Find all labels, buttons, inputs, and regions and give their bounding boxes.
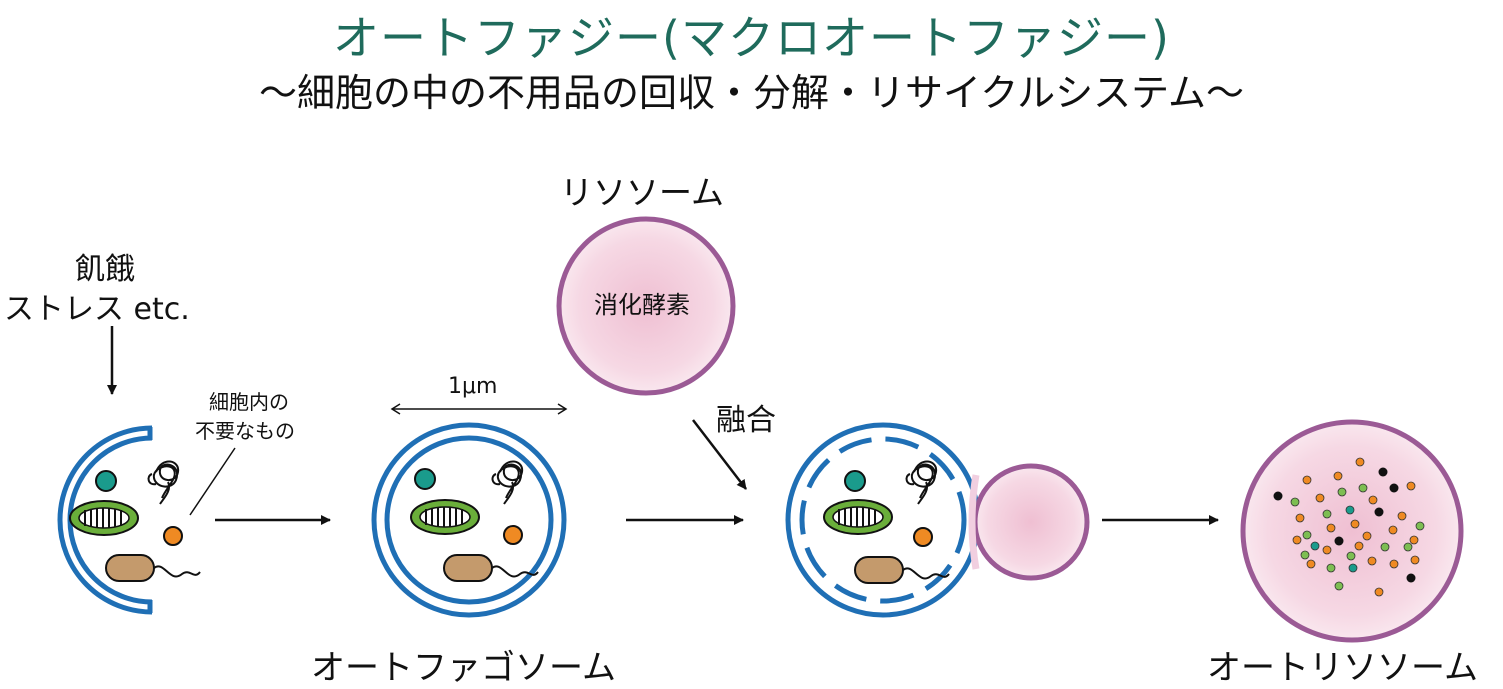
- degraded-particle: [1346, 551, 1356, 561]
- fusion-arrow: [692, 419, 747, 490]
- mitochondrion: [823, 499, 893, 535]
- lysosome: [556, 216, 736, 396]
- degraded-particle: [1302, 475, 1312, 485]
- waste-label-line1: 細胞内の: [209, 390, 289, 414]
- degraded-particle: [1368, 495, 1378, 505]
- degraded-particle: [1295, 513, 1305, 523]
- teal-granule: [95, 470, 117, 492]
- autophagosome: [371, 422, 567, 618]
- degraded-particle: [1403, 542, 1413, 552]
- degraded-particle: [1362, 531, 1372, 541]
- degraded-particle: [1322, 545, 1332, 555]
- protein-aggregate: [147, 460, 180, 505]
- degraded-particle: [1409, 535, 1419, 545]
- degraded-particle: [1389, 483, 1399, 493]
- degraded-particle: [1273, 491, 1283, 501]
- degraded-particle: [1388, 525, 1398, 535]
- degraded-particle: [1358, 483, 1368, 493]
- degraded-particle: [1345, 505, 1355, 515]
- autophagosome-inner-membrane: [384, 435, 554, 605]
- waste-pointer-line: [189, 447, 236, 516]
- degraded-particle: [1333, 471, 1343, 481]
- degraded-particle: [1406, 573, 1416, 583]
- degraded-particle: [1334, 581, 1344, 591]
- degraded-particle: [1367, 556, 1377, 566]
- orange-granule: [163, 526, 183, 546]
- teal-granule: [844, 470, 866, 492]
- waste-label-line2: 不要なもの: [195, 419, 295, 443]
- degraded-particle: [1410, 555, 1420, 565]
- degraded-particle: [1350, 519, 1360, 529]
- phagophore-outer-membrane: [57, 425, 153, 615]
- degraded-particle: [1397, 511, 1407, 521]
- fusing-lysosome: [972, 463, 1090, 581]
- degraded-particle: [1326, 563, 1336, 573]
- degraded-particle: [1300, 550, 1310, 560]
- orange-granule: [913, 527, 933, 547]
- phagophore: [57, 425, 201, 615]
- bacterium: [105, 554, 201, 582]
- protein-aggregate: [491, 460, 524, 505]
- degraded-particle: [1337, 487, 1347, 497]
- degraded-particle: [1290, 497, 1300, 507]
- degraded-particle: [1348, 563, 1358, 573]
- degraded-particle: [1322, 509, 1332, 519]
- degraded-particle: [1389, 559, 1399, 569]
- stress-label-line1: 飢餓: [75, 252, 135, 287]
- degraded-particle: [1378, 467, 1388, 477]
- degraded-particle: [1374, 587, 1384, 597]
- stress-label-line2: ストレス etc.: [4, 292, 190, 327]
- diagram-subtitle: 〜細胞の中の不用品の回収・分解・リサイクルシステム〜: [259, 71, 1244, 115]
- degraded-particles: [1273, 457, 1425, 597]
- mitochondrion: [410, 499, 480, 535]
- protein-aggregate: [905, 460, 938, 505]
- bacterium: [443, 554, 539, 582]
- degraded-particle: [1415, 521, 1425, 531]
- orange-granule: [503, 525, 523, 545]
- scale-label: 1μm: [448, 374, 498, 399]
- degraded-particle: [1326, 523, 1336, 533]
- autophagosome-label: オートファゴソーム: [311, 648, 616, 688]
- diagram-title: オートファジー(マクロオートファジー): [333, 11, 1170, 65]
- degraded-particle: [1302, 530, 1312, 540]
- degraded-particle: [1292, 535, 1302, 545]
- fusion-label: 融合: [716, 403, 776, 438]
- degraded-particle: [1355, 457, 1365, 467]
- autolysosome: [1240, 419, 1464, 643]
- degraded-particle: [1334, 536, 1344, 546]
- lysosome-label: リソソーム: [560, 173, 725, 212]
- degraded-particle: [1374, 507, 1384, 517]
- degraded-particle: [1310, 541, 1320, 551]
- fusing-dashed-membrane: [799, 436, 967, 604]
- mitochondrion: [69, 500, 139, 536]
- autophagosome-outer-membrane: [371, 422, 567, 618]
- autolysosome-label: オートリソソーム: [1207, 648, 1478, 688]
- degraded-particle: [1406, 481, 1416, 491]
- digestive-enzyme-label: 消化酵素: [594, 291, 690, 319]
- fusing-autophagosome: [785, 422, 1090, 618]
- teal-granule: [414, 468, 436, 490]
- degraded-particle: [1380, 542, 1390, 552]
- degraded-particle: [1306, 559, 1316, 569]
- degraded-particle: [1315, 493, 1325, 503]
- degraded-particle: [1354, 541, 1364, 551]
